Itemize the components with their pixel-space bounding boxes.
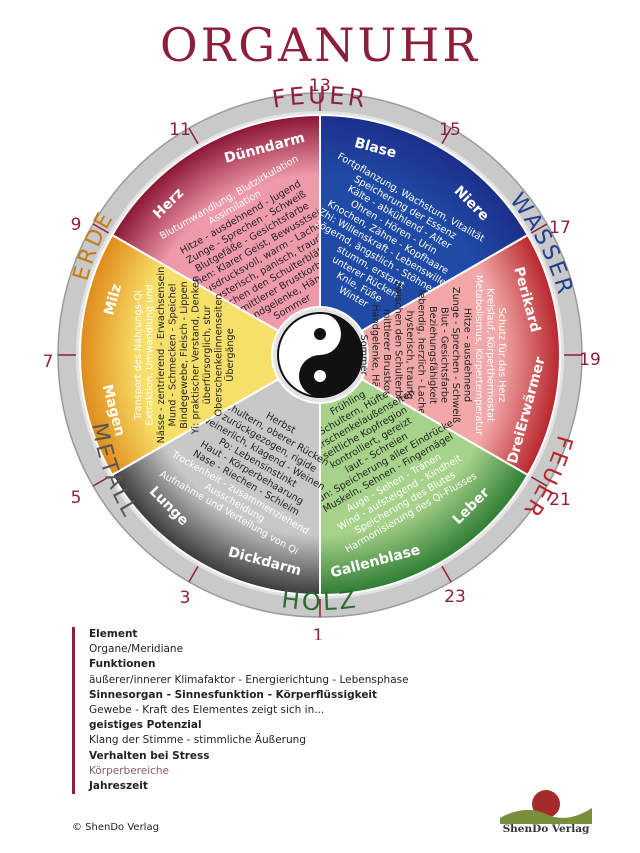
sector-herz	[110, 113, 321, 333]
function-text: zwischen den Schulterblättern	[393, 281, 404, 428]
hour-label: 21	[549, 490, 571, 510]
hour-label: 15	[439, 120, 461, 140]
element-label-feuer-top: FEUER	[270, 81, 370, 113]
function-text: Metabolismus, Körpertemperatur	[473, 275, 484, 435]
page-title: ORGANUHR	[159, 18, 481, 72]
legend-row: Organe/Meridiane	[89, 643, 184, 656]
function-text: Bindegewebe, Fleisch - Lippen	[179, 281, 190, 428]
hour-tick	[188, 565, 199, 583]
function-text: überfürsorglich, stur	[202, 306, 213, 405]
hour-tick	[92, 223, 110, 234]
shendo-logo-icon	[500, 790, 592, 824]
legend-row: geistiges Potenzial	[89, 719, 202, 732]
function-text: hysterisch, traurig	[404, 311, 415, 400]
legend-row: äußerer/innerer Klimafaktor - Energieric…	[89, 673, 409, 686]
hour-tick	[441, 565, 452, 583]
hour-label: 17	[549, 218, 571, 238]
element-label-holz: HOLZ	[280, 585, 360, 616]
hour-label: 23	[444, 587, 466, 607]
sector-dickdarm	[110, 377, 321, 597]
function-text: Hitze - ausdehnend	[462, 308, 473, 402]
hour-tick	[188, 127, 199, 145]
function-text: Sommer	[358, 335, 369, 376]
function-text: Übergänge	[223, 328, 236, 381]
legend-row: Funktionen	[89, 658, 156, 671]
sector-perikard	[360, 233, 561, 477]
hour-tick	[92, 476, 110, 487]
function-text: Handgelenke, Hände	[370, 304, 381, 405]
hour-label: 19	[579, 350, 601, 370]
legend-row: Jahreszeit	[89, 780, 148, 793]
function-text: Extraktion, Umwandlung und	[145, 284, 156, 425]
function-text: Nässe - zentrierend - Erwachsensein	[156, 267, 167, 444]
function-text: Oberschenkelinnenseiten	[214, 294, 225, 417]
hour-label: 5	[71, 488, 82, 508]
sector-blase	[319, 113, 530, 333]
legend-row: Gewebe - Kraft des Elementes zeigt sich …	[89, 704, 325, 717]
sector-leber	[319, 377, 530, 597]
hour-label: 9	[71, 215, 82, 235]
function-text: Beziehungsfähigkeit	[427, 306, 438, 404]
legend-row: Element	[89, 628, 138, 640]
function-text: Mund - Schmecken - Speichel	[168, 284, 179, 427]
function-text: lebendig, herzlich - Lachen	[416, 290, 427, 421]
legend-row: Verhalten bei Stress	[89, 749, 210, 762]
logo-text: ShenDo Verlag	[502, 823, 590, 835]
hour-label: 11	[169, 120, 191, 140]
function-text: Schutz für das Herz	[496, 308, 507, 403]
hour-label: 3	[180, 588, 191, 608]
organ-label: Milz	[101, 282, 125, 317]
function-text: Yi: praktischer Verstand, Denken	[191, 276, 202, 435]
sector-magen	[79, 233, 280, 477]
legend-row: Körperbereiche	[89, 764, 170, 777]
hour-tick	[530, 476, 548, 487]
function-text: Kreislauf, Körperthermostat	[485, 288, 496, 422]
hour-label: 1	[313, 626, 324, 640]
hour-label: 7	[43, 352, 54, 372]
copyright-text: © ShenDo Verlag	[72, 822, 159, 833]
function-text: mittlerer Brustkorb	[381, 309, 392, 401]
hour-label: 13	[309, 76, 331, 96]
function-text: Zunge - Sprechen - Schweiß	[450, 287, 461, 423]
function-text: Blut - Gesichtsfarbe	[439, 307, 450, 403]
hour-tick	[441, 127, 452, 145]
function-text: Transport des Nahrungs-Qi	[133, 290, 144, 421]
legend-row: Sinnesorgan - Sinnesfunktion - Körperflü…	[89, 688, 378, 701]
yin-yang-icon	[277, 312, 363, 398]
hour-tick	[530, 223, 548, 234]
legend-row: Klang der Stimme - stimmliche Äußerung	[89, 734, 306, 747]
